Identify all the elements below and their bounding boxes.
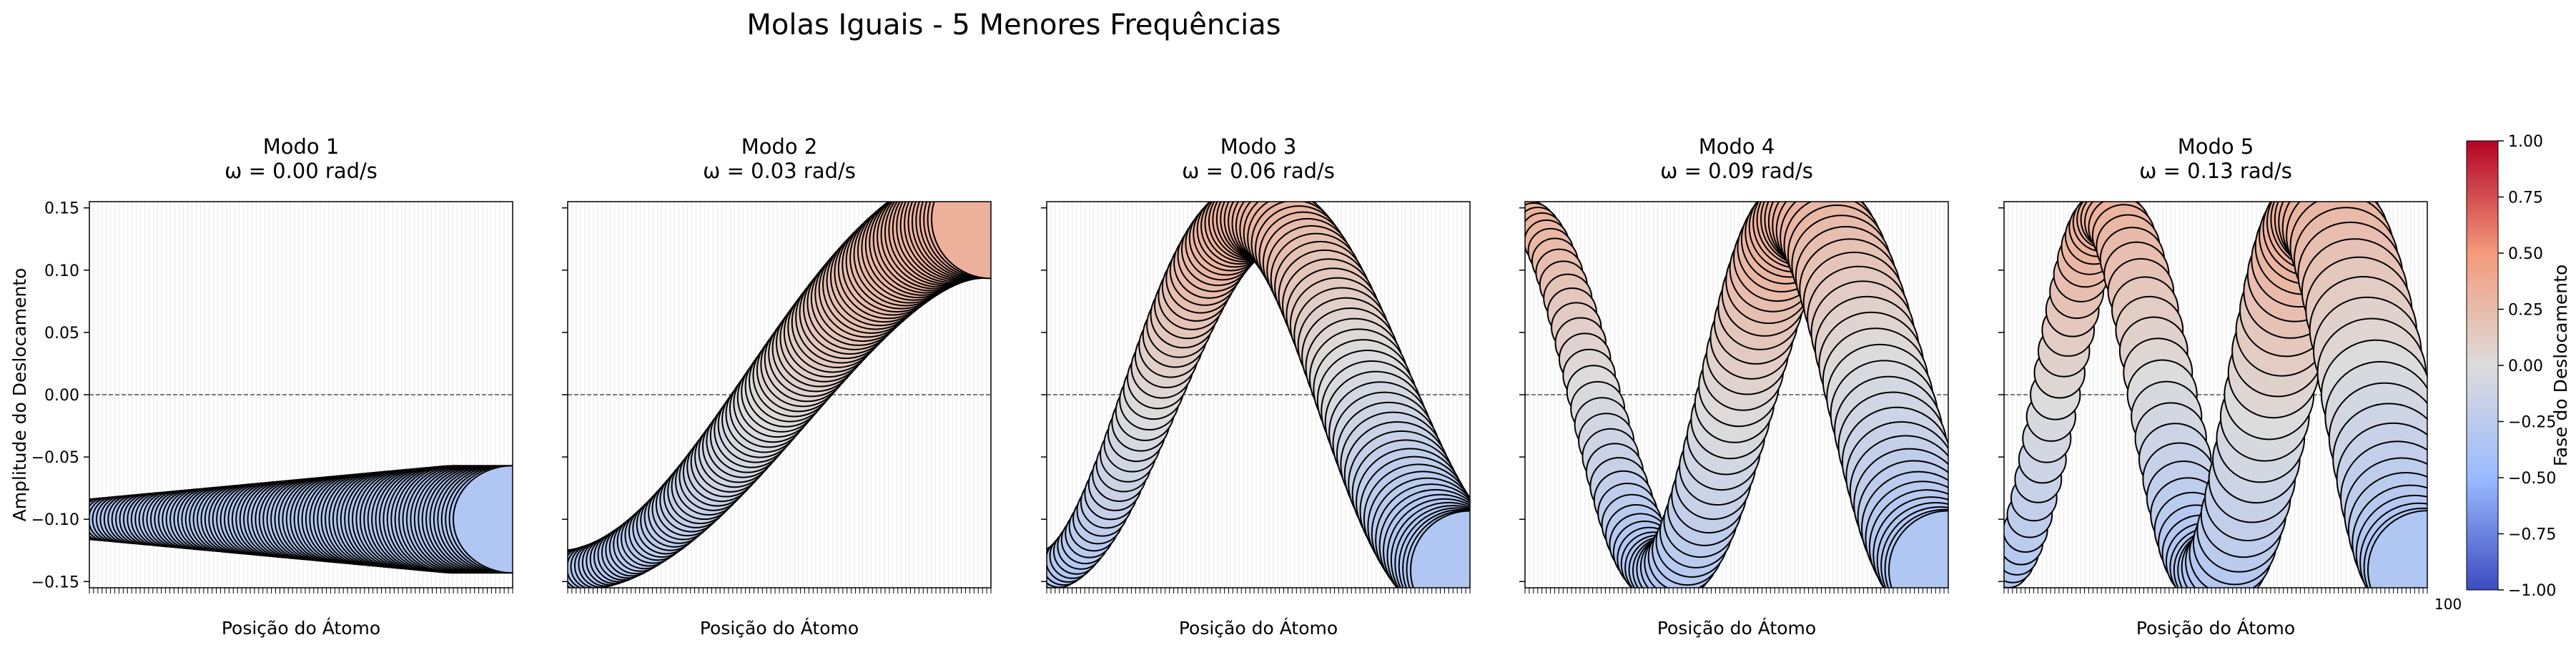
panel-omega: ω = 0.09 rad/s [1660,159,1813,183]
colorbar: 1.00 0.75 0.50 0.25 0.00 −0.25 −0.50 −0.75 −1.00… [2466,133,2571,600]
atom-marker [1410,510,1470,588]
colorbar-label: Fase do Deslocamento [2550,265,2571,467]
x-axis-label: Posição do Átomo [2136,618,2295,639]
colorbar-tick-label: −1.00 [2508,582,2556,600]
markers [568,202,991,588]
y-tick-label: 0.10 [44,262,79,280]
panel-title: Modo 5 [2178,134,2254,159]
y-tick-label: 0.05 [44,325,79,343]
x-axis-label: Posição do Átomo [700,618,859,639]
colorbar-tick-label: 0.25 [2508,302,2543,320]
colorbar-tick-label: −0.50 [2508,470,2556,488]
panel-omega: ω = 0.13 rad/s [2139,159,2292,183]
markers [2004,202,2427,588]
atom-marker [2367,510,2427,588]
y-tick-label: −0.15 [31,573,79,591]
atom-marker [1888,510,1948,588]
colorbar-tick-label: 1.00 [2508,133,2543,151]
panel-title: Modo 4 [1699,134,1775,159]
x-axis-label: Posição do Átomo [222,618,380,639]
colorbar-tick-label: −0.25 [2508,414,2556,432]
markers [1047,202,1470,588]
panel-omega: ω = 0.06 rad/s [1182,159,1335,183]
x-tick-label-last: 100 [2434,596,2462,613]
colorbar-gradient [2466,140,2499,591]
panel-modo-1: 0.15 0.10 0.05 0.00 −0.05 −0.10 −0.15 Modo 1ω =… [9,134,513,639]
panel-omega: ω = 0.03 rad/s [703,159,856,183]
colorbar-tick-label: 0.75 [2508,189,2543,207]
colorbar-tick-label: 0.00 [2508,358,2543,375]
markers [89,465,513,574]
atom-marker [931,202,991,280]
colorbar-ticks: 1.00 0.75 0.50 0.25 0.00 −0.25 −0.50 −0.75 −1.00 [2498,133,2556,600]
colorbar-tick-label: 0.50 [2508,245,2543,263]
y-axis-label: Amplitude do Deslocamento [9,268,30,522]
x-axis-label: Posição do Átomo [1179,618,1338,639]
y-tick-label: −0.10 [31,511,79,529]
y-tick-label: 0.00 [44,387,79,405]
y-tick-label: −0.05 [31,449,79,467]
markers [1525,202,1948,588]
colorbar-tick-label: −0.75 [2508,526,2556,544]
panel-title: Modo 2 [741,134,818,159]
x-axis-label: Posição do Átomo [1657,618,1816,639]
figure-title: Molas Iguais - 5 Menores Frequências [746,9,1280,41]
panel-omega: ω = 0.00 rad/s [224,159,377,183]
atom-marker [453,465,513,574]
y-tick-label: 0.15 [44,200,79,218]
panel-title: Modo 3 [1220,134,1297,159]
panel-title: Modo 1 [263,134,340,159]
